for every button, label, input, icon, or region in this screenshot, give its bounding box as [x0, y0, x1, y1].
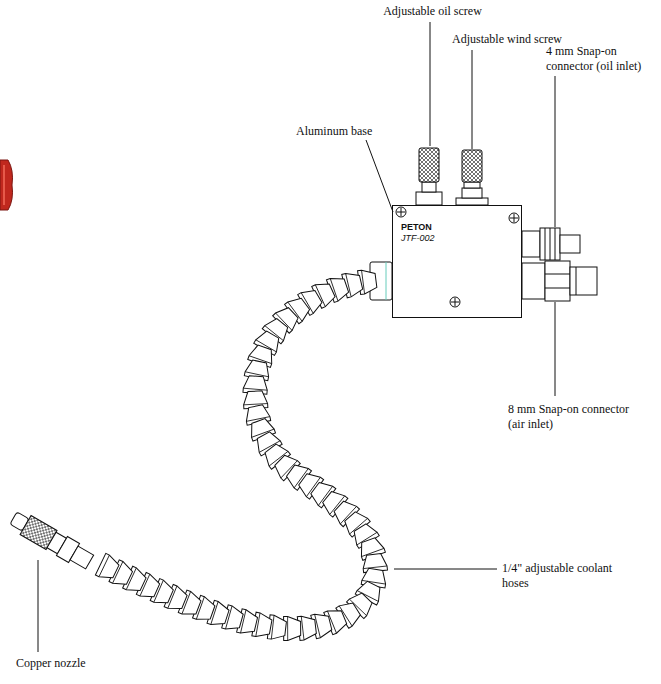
aluminum-base: PETONJTF-002 — [392, 205, 522, 318]
callout-label: 4 mm Snap-on connector (oil inlet) — [546, 44, 658, 74]
copper-nozzle — [8, 508, 95, 571]
leader-lines — [38, 22, 555, 652]
model-number: JTF-002 — [401, 233, 521, 244]
air-connector — [522, 261, 597, 301]
wind-screw — [456, 150, 488, 205]
oil-connector — [522, 228, 580, 260]
brand-name: PETON — [401, 222, 521, 233]
hose-segment — [284, 616, 301, 640]
callout-label: Adjustable oil screw — [370, 4, 495, 19]
callout-label: 8 mm Snap-on connector (air inlet) — [508, 402, 638, 432]
coolant-hose — [95, 269, 387, 641]
callout-label: 1/4" adjustable coolant hoses — [502, 561, 617, 591]
hose-segment — [95, 553, 121, 582]
red-fitting — [0, 160, 13, 210]
callout-label: Aluminum base — [296, 124, 391, 139]
oil-screw — [416, 148, 442, 205]
callout-label: Copper nozzle — [16, 656, 116, 671]
